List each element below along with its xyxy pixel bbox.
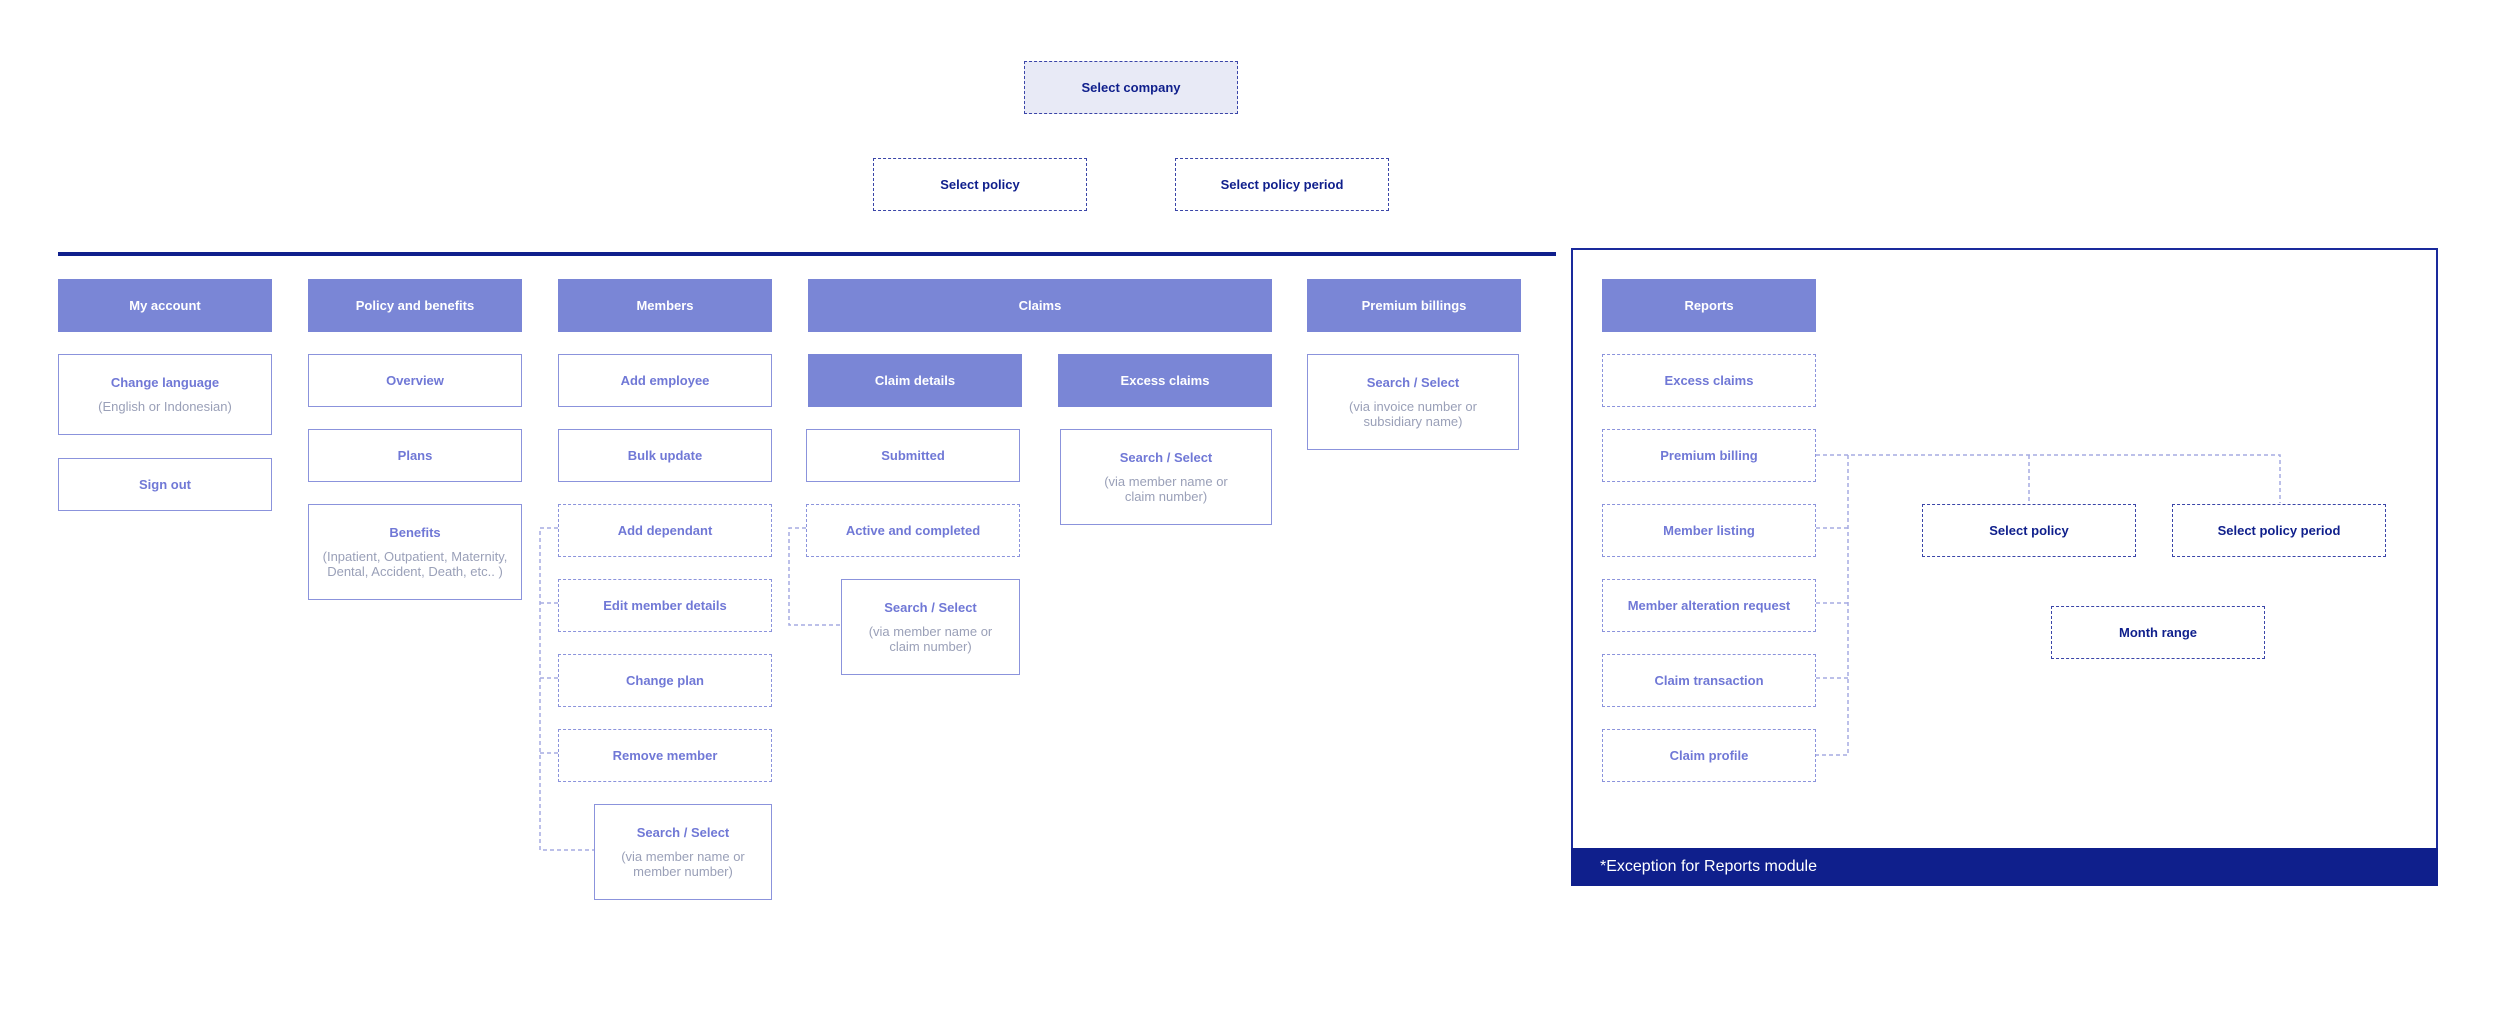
add-employee-node[interactable]: Add employee [558,354,772,407]
premium-search-label: Search / Select [1366,375,1460,390]
reports-premium-billing-node[interactable]: Premium billing [1602,429,1816,482]
select-company-node[interactable]: Select company [1024,61,1238,114]
premium-billings-header[interactable]: Premium billings [1307,279,1521,332]
policy-benefits-header[interactable]: Policy and benefits [308,279,522,332]
reports-month-range-node[interactable]: Month range [2051,606,2265,659]
premium-search-sub: (via invoice number or subsidiary name) [1349,399,1477,429]
reports-select-policy-period-node[interactable]: Select policy period [2172,504,2386,557]
change-language-sub: (English or Indonesian) [98,399,232,414]
premium-search-node[interactable]: Search / Select (via invoice number or s… [1307,354,1519,450]
section-divider [58,252,1556,256]
excess-claims-search-label: Search / Select [1119,450,1213,465]
select-policy-node[interactable]: Select policy [873,158,1087,211]
overview-node[interactable]: Overview [308,354,522,407]
excess-claims-search-node[interactable]: Search / Select (via member name or clai… [1060,429,1272,525]
reports-header[interactable]: Reports [1602,279,1816,332]
benefits-node[interactable]: Benefits (Inpatient, Outpatient, Materni… [308,504,522,600]
plans-node[interactable]: Plans [308,429,522,482]
reports-claim-profile-node[interactable]: Claim profile [1602,729,1816,782]
members-header[interactable]: Members [558,279,772,332]
select-policy-period-node[interactable]: Select policy period [1175,158,1389,211]
sign-out-node[interactable]: Sign out [58,458,272,511]
benefits-sub: (Inpatient, Outpatient, Maternity, Denta… [322,549,508,579]
claim-details-header[interactable]: Claim details [808,354,1022,407]
reports-excess-claims-node[interactable]: Excess claims [1602,354,1816,407]
claims-header[interactable]: Claims [808,279,1272,332]
reports-module-frame [1571,248,2438,886]
members-search-node[interactable]: Search / Select (via member name or memb… [594,804,772,900]
members-search-label: Search / Select [636,825,730,840]
remove-member-node[interactable]: Remove member [558,729,772,782]
change-plan-node[interactable]: Change plan [558,654,772,707]
claims-search-node[interactable]: Search / Select (via member name or clai… [841,579,1020,675]
change-language-node[interactable]: Change language (English or Indonesian) [58,354,272,435]
claims-search-sub: (via member name or claim number) [868,624,993,654]
active-completed-node[interactable]: Active and completed [806,504,1020,557]
edit-member-details-node[interactable]: Edit member details [558,579,772,632]
reports-select-policy-node[interactable]: Select policy [1922,504,2136,557]
add-dependant-node[interactable]: Add dependant [558,504,772,557]
reports-member-alteration-node[interactable]: Member alteration request [1602,579,1816,632]
reports-member-listing-node[interactable]: Member listing [1602,504,1816,557]
exception-note-bar: *Exception for Reports module [1571,848,2438,886]
exception-note-text: *Exception for Reports module [1600,858,1817,875]
excess-claims-search-sub: (via member name or claim number) [1104,474,1228,504]
bulk-update-node[interactable]: Bulk update [558,429,772,482]
excess-claims-header[interactable]: Excess claims [1058,354,1272,407]
benefits-label: Benefits [389,525,441,540]
submitted-node[interactable]: Submitted [806,429,1020,482]
reports-claim-transaction-node[interactable]: Claim transaction [1602,654,1816,707]
members-search-sub: (via member name or member number) [621,849,745,879]
change-language-label: Change language [110,375,220,390]
claims-search-label: Search / Select [884,600,977,615]
my-account-header[interactable]: My account [58,279,272,332]
